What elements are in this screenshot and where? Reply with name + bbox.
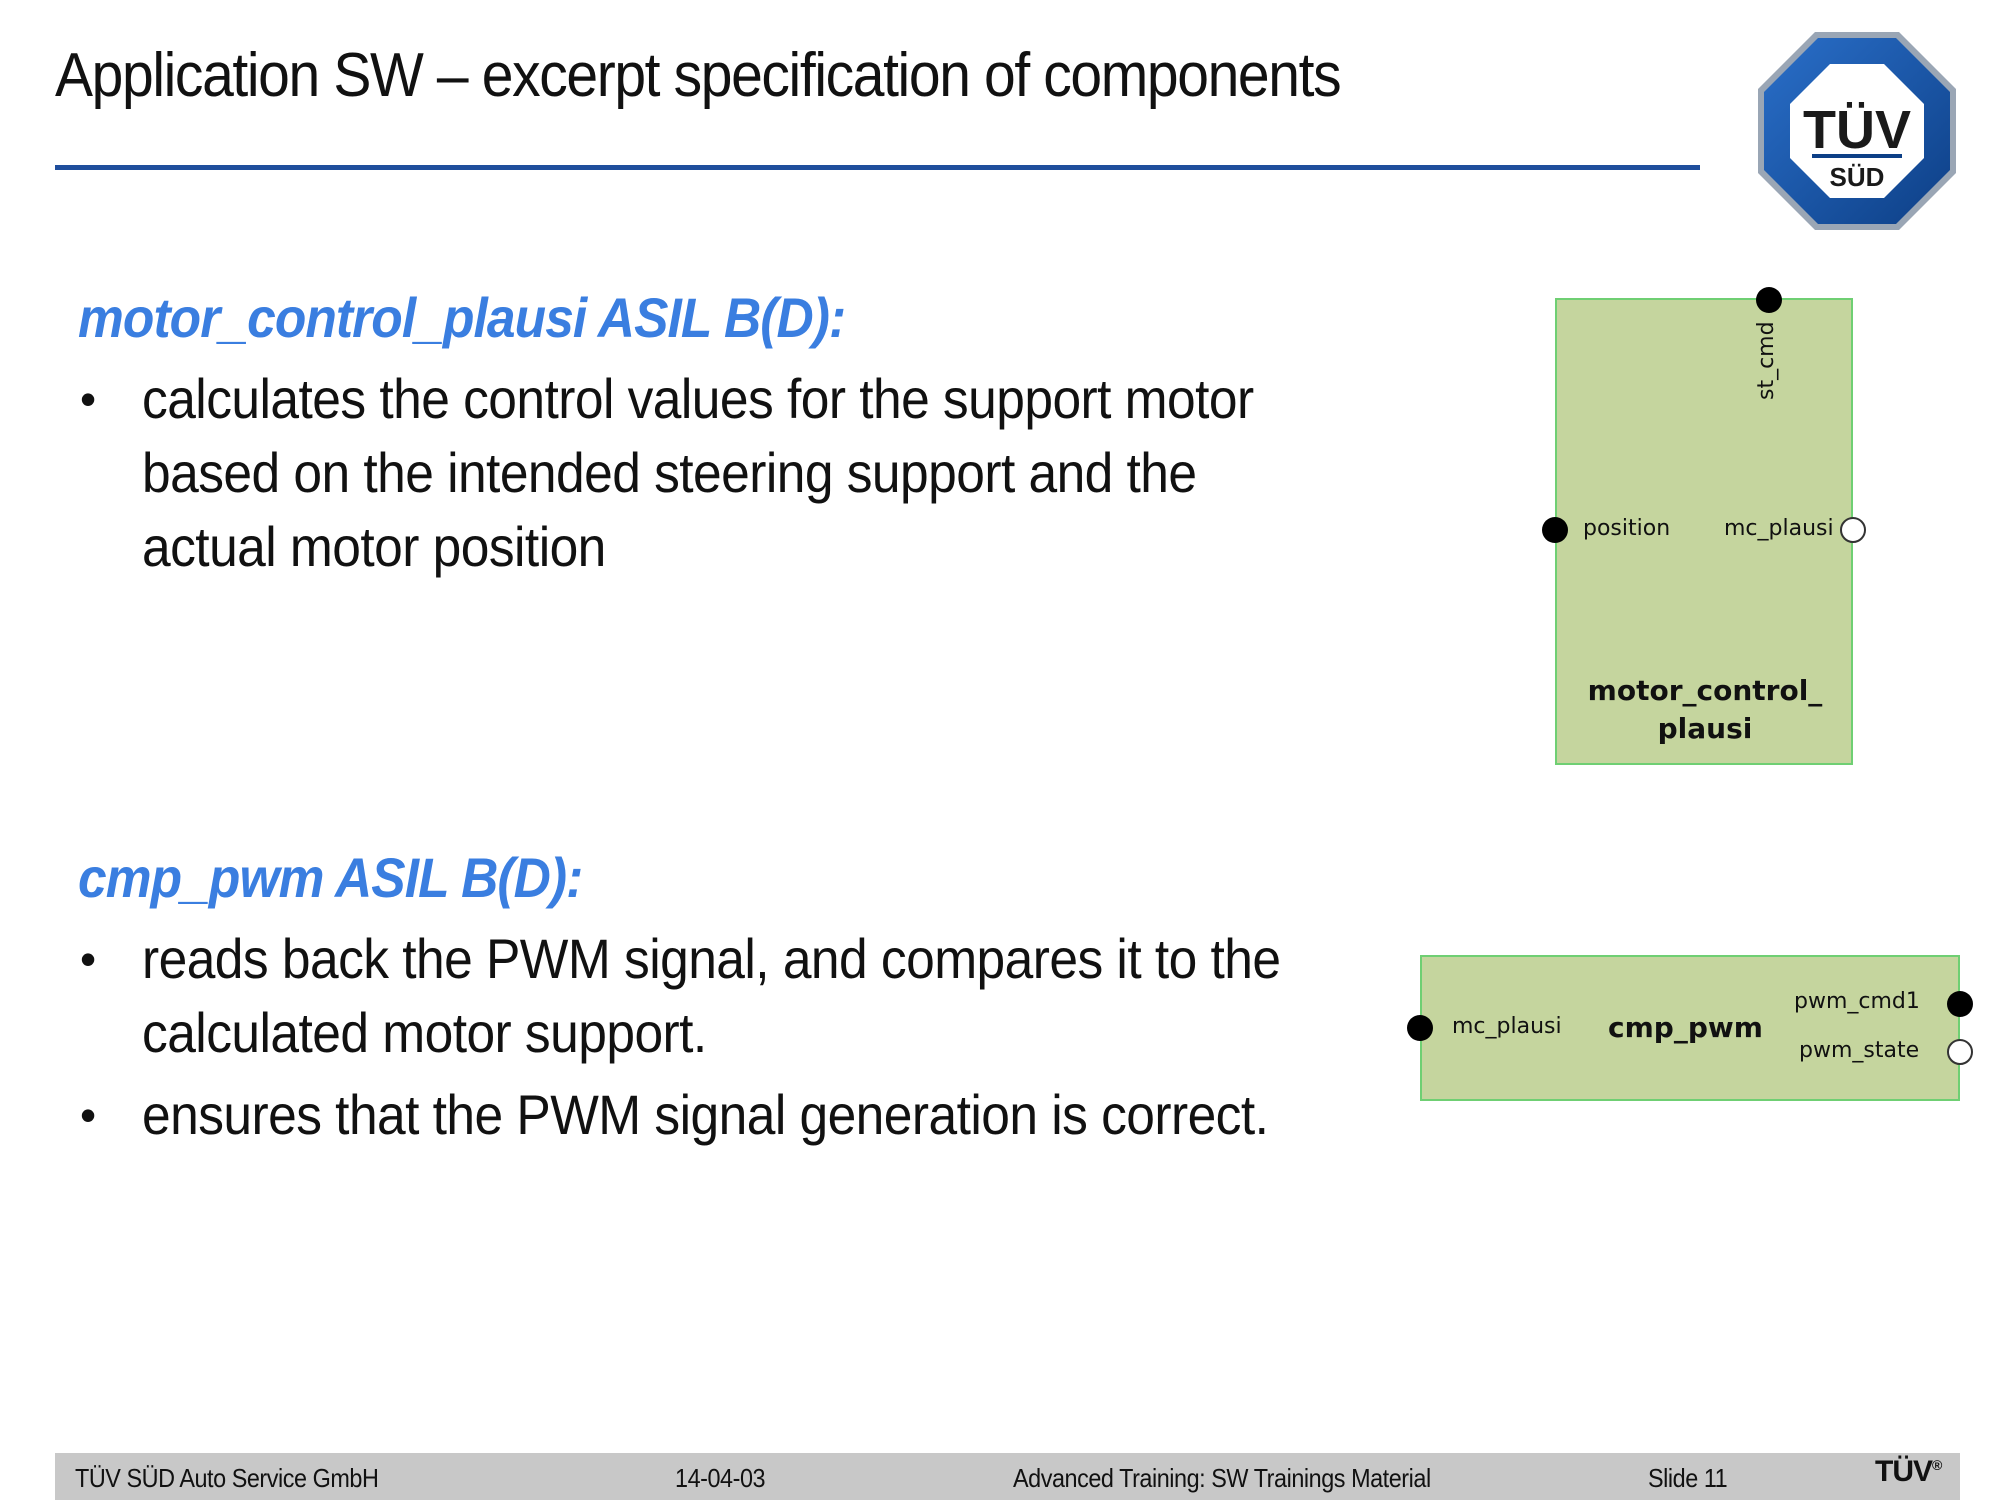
component-name-motor-control-plausi: motor_control_ plausi <box>1587 674 1823 745</box>
port-position-icon <box>1542 517 1568 543</box>
logo-bottom-text: SÜD <box>1830 162 1885 192</box>
port-label-mc-plausi-in: mc_plausi <box>1452 1014 1562 1039</box>
port-pwm-cmd1-icon <box>1947 991 1973 1017</box>
motor-control-plausi-component: st_cmd position mc_plausi motor_control_… <box>1542 287 1866 765</box>
section-title-cmp-pwm: cmp_pwm ASIL B(D): <box>78 846 583 909</box>
footer-bar: TÜV SÜD Auto Service GmbH 14-04-03 Advan… <box>55 1453 1960 1500</box>
cmp-pwm-component: mc_plausi cmp_pwm pwm_cmd1 pwm_state <box>1407 955 1973 1101</box>
footer-date: 14-04-03 <box>675 1463 766 1493</box>
footer-company: TÜV SÜD Auto Service GmbH <box>75 1463 379 1493</box>
bullet-icon: • <box>80 933 96 985</box>
footer-tuv-logo-icon: TÜV® <box>1875 1455 1942 1488</box>
section-title-motor-control-plausi: motor_control_plausi ASIL B(D): <box>78 286 846 349</box>
bullet-list-cmp-pwm: • reads back the PWM signal, and compare… <box>62 922 1382 1152</box>
port-st-cmd-icon <box>1756 287 1782 313</box>
tuv-sud-logo-icon: TÜV SÜD <box>1752 26 1962 236</box>
port-label-mc-plausi: mc_plausi <box>1724 516 1834 541</box>
list-item: • reads back the PWM signal, and compare… <box>62 922 1382 1070</box>
bullet-list-motor-control-plausi: • calculates the control values for the … <box>62 362 1382 584</box>
port-pwm-state-icon <box>1947 1039 1973 1065</box>
title-underline <box>55 165 1700 170</box>
port-label-position: position <box>1583 516 1671 541</box>
port-label-st-cmd: st_cmd <box>1754 321 1779 400</box>
footer-course: Advanced Training: SW Trainings Material <box>1013 1463 1431 1493</box>
list-item: • calculates the control values for the … <box>62 362 1382 584</box>
slide-title: Application SW – excerpt specification o… <box>55 41 1342 110</box>
port-label-pwm-cmd1: pwm_cmd1 <box>1794 989 1920 1014</box>
bullet-icon: • <box>80 1089 96 1141</box>
port-mc-plausi-in-icon <box>1407 1015 1433 1041</box>
port-label-pwm-state: pwm_state <box>1799 1038 1920 1063</box>
list-item: • ensures that the PWM signal generation… <box>62 1078 1382 1152</box>
logo-top-text: TÜV <box>1803 100 1911 160</box>
footer-slide-number: Slide 11 <box>1648 1463 1728 1493</box>
port-mc-plausi-out-icon <box>1840 517 1866 543</box>
component-name-cmp-pwm: cmp_pwm <box>1608 1011 1763 1044</box>
bullet-icon: • <box>80 373 96 425</box>
